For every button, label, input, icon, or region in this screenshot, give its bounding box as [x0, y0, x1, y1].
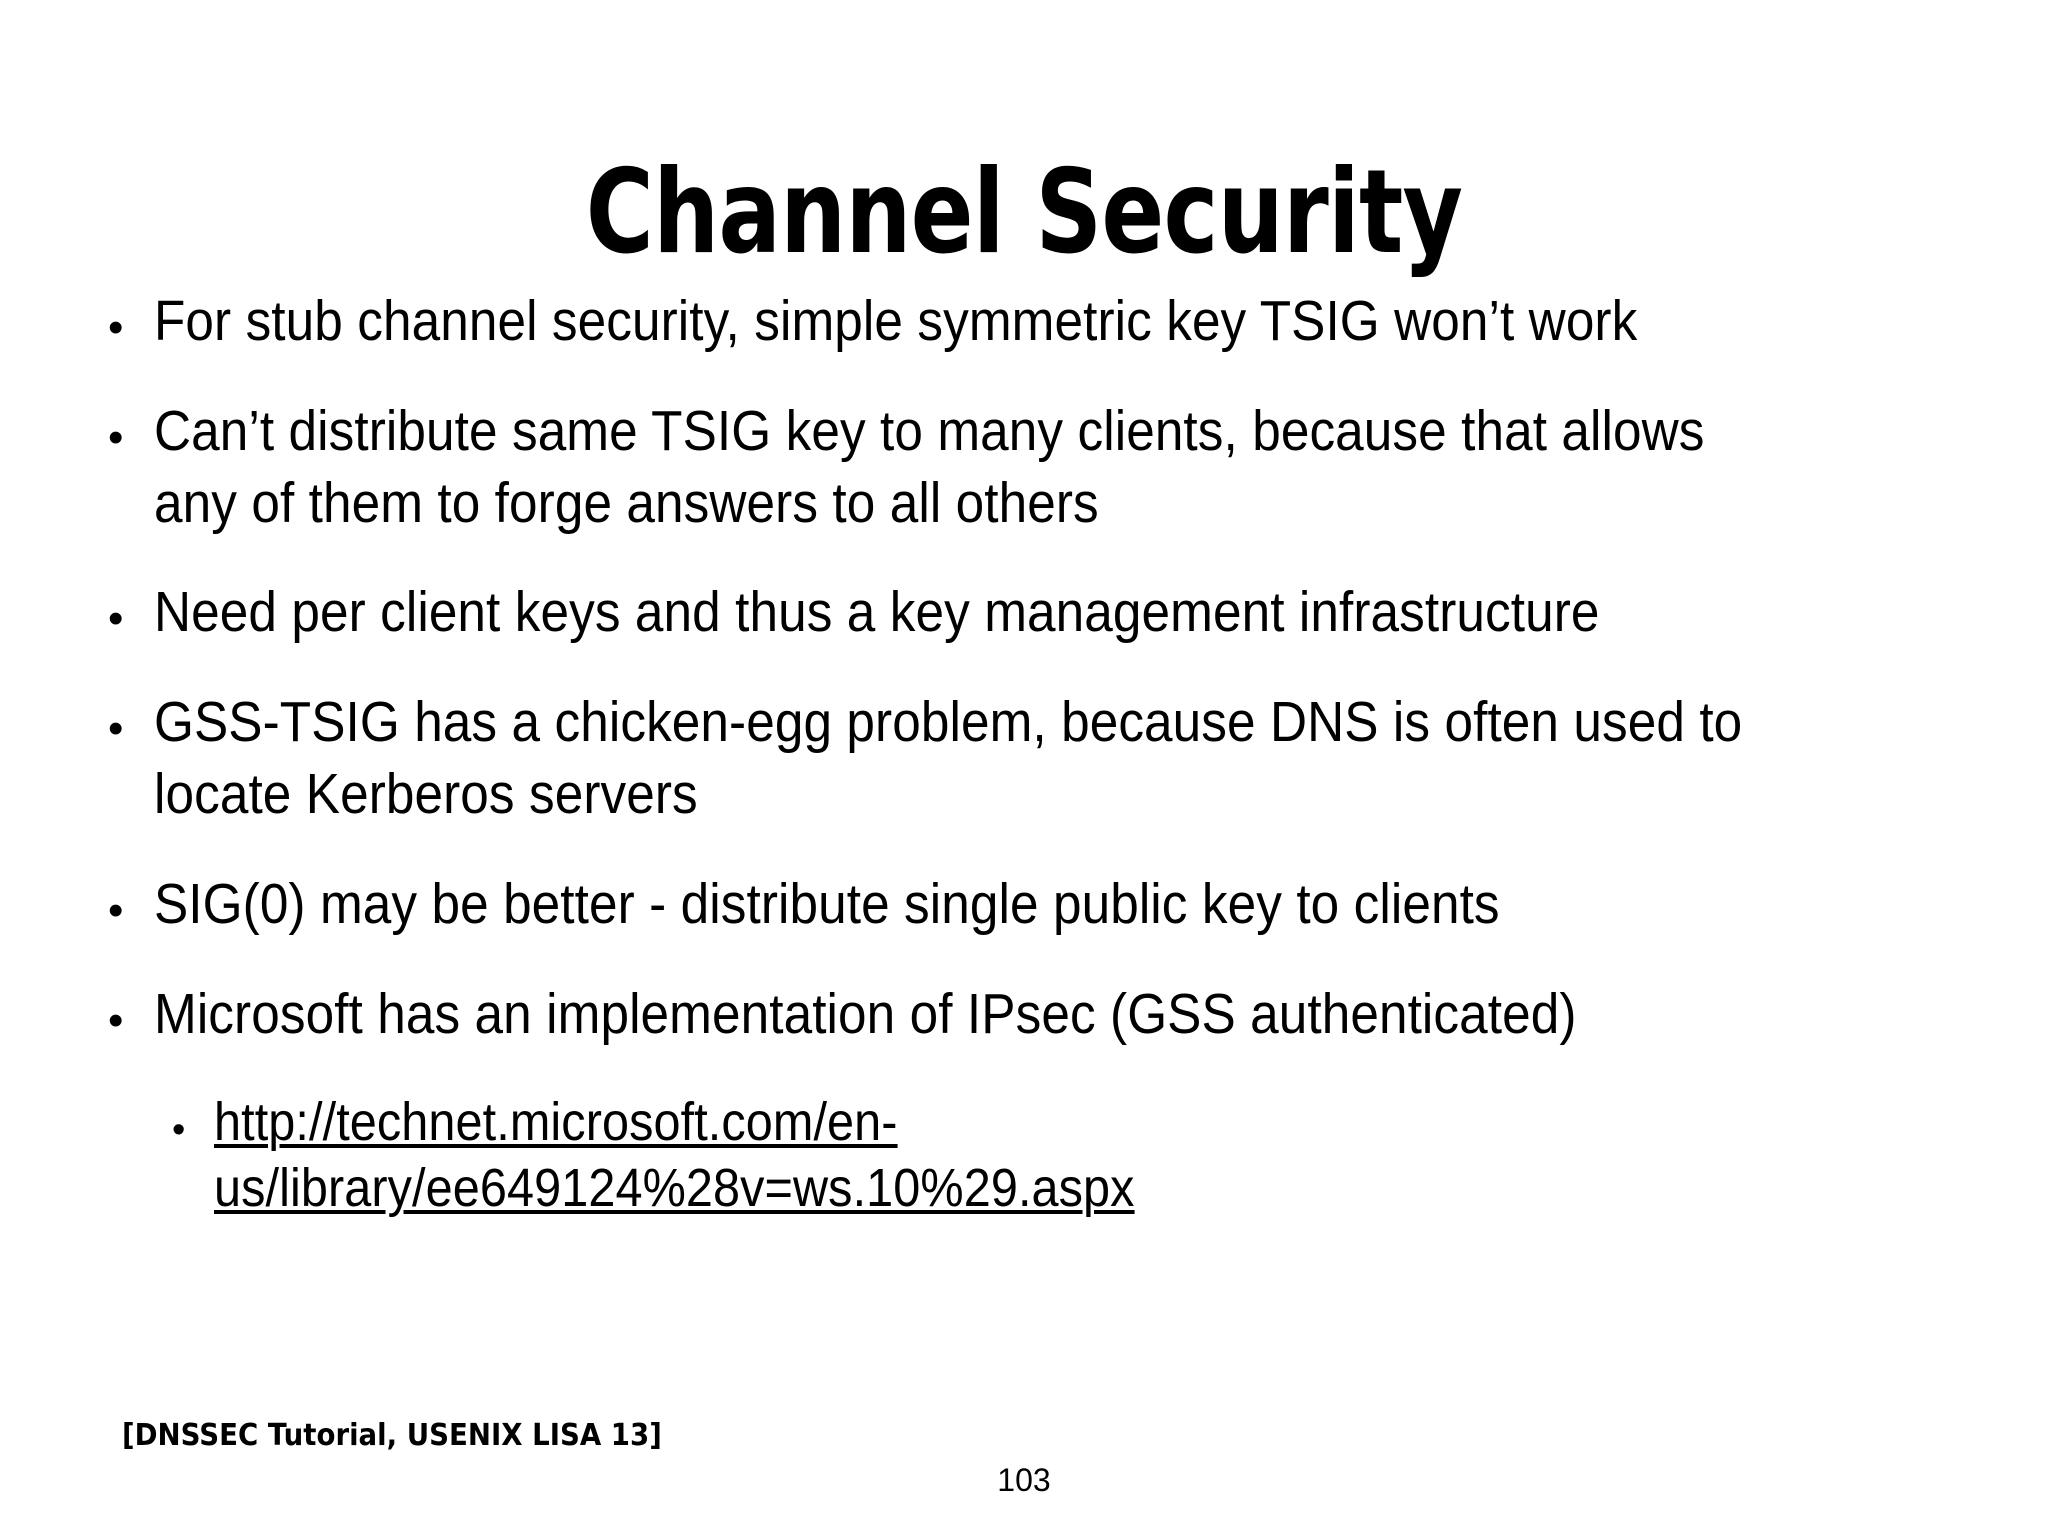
- bullet-list: • For stub channel security, simple symm…: [108, 286, 1978, 1260]
- bullet-point-icon: •: [108, 412, 124, 462]
- bullet-point-icon: •: [108, 885, 124, 935]
- list-item-text: GSS-TSIG has a chicken-egg problem, beca…: [154, 690, 1743, 827]
- technet-article-link[interactable]: http://technet.microsoft.com/en-us/libra…: [214, 1091, 1135, 1219]
- bullet-point-icon: •: [108, 594, 124, 644]
- bullet-point-icon: •: [172, 1108, 186, 1151]
- page-title: Channel Security: [585, 144, 1463, 280]
- bullet-point-icon: •: [108, 303, 124, 352]
- bullet-point-icon: •: [108, 704, 124, 754]
- list-item-text: Need per client keys and thus a key mana…: [154, 580, 1600, 645]
- list-item-text: For stub channel security, simple symmet…: [154, 289, 1638, 353]
- list-item-sub: • http://technet.microsoft.com/en-us/lib…: [172, 1089, 1978, 1223]
- list-item: • For stub channel security, simple symm…: [108, 286, 1978, 358]
- list-item-text: Microsoft has an implementation of IPsec…: [154, 981, 1577, 1046]
- list-item: • SIG(0) may be better - distribute sing…: [108, 869, 1978, 941]
- footer-source-note: [DNSSEC Tutorial, USENIX LISA 13]: [122, 1418, 662, 1453]
- page-number: 103: [997, 1462, 1051, 1498]
- list-item: • Can’t distribute same TSIG key to many…: [108, 396, 1978, 540]
- list-item-text: SIG(0) may be better - distribute single…: [154, 871, 1500, 936]
- list-item: • Need per client keys and thus a key ma…: [108, 577, 1978, 649]
- list-item: • GSS-TSIG has a chicken-egg problem, be…: [108, 687, 1978, 831]
- bullet-point-icon: •: [108, 995, 124, 1045]
- list-item-text: Can’t distribute same TSIG key to many c…: [154, 398, 1705, 535]
- list-item: • Microsoft has an implementation of IPs…: [108, 979, 1978, 1051]
